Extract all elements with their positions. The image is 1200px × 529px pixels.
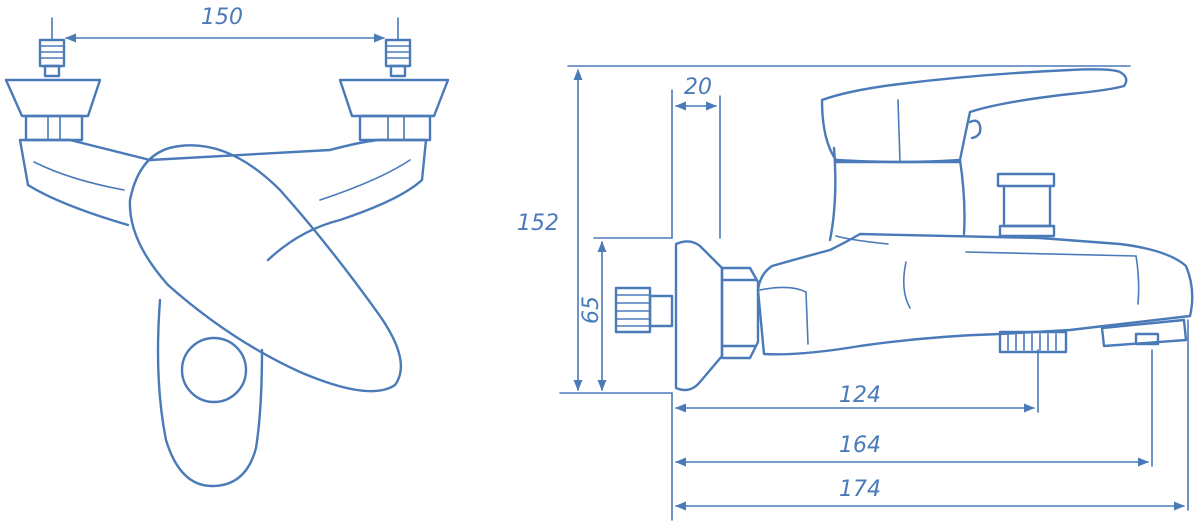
dimension-124-label: 124 [839,383,881,408]
side-body [756,232,1194,356]
spout-aerator [1100,318,1188,348]
dimension-164: 164 [674,433,1150,467]
front-view: 150 [4,5,450,488]
side-threaded-connector [614,286,674,334]
dimension-152-label: 152 [517,211,559,236]
dimension-174: 174 [674,477,1186,511]
mixer-body [18,138,428,262]
lever-handle [128,144,403,393]
dimension-124: 124 [674,383,1036,413]
left-threaded-connector [38,38,66,78]
diverter-knob [996,172,1056,238]
dimension-152: 152 [517,68,583,392]
cartridge-plate [156,298,264,488]
spout-thread [998,330,1068,354]
dimension-65-label: 65 [579,296,604,324]
dimension-65: 65 [579,240,607,392]
side-escutcheon [674,240,724,392]
dimension-150-label: 150 [201,5,243,30]
cartridge-circle [180,336,248,404]
side-lever [820,68,1128,164]
left-escutcheon [4,78,102,142]
right-escutcheon [338,78,450,142]
right-threaded-connector [384,38,412,78]
dimension-164-label: 164 [839,433,881,458]
lever-pivot-icon [968,119,982,140]
side-hex-nut [720,266,760,360]
side-view: 152 65 20 124 164 174 [517,65,1194,521]
dimension-174-label: 174 [839,477,881,502]
dimension-150: 150 [64,5,386,43]
dimension-20: 20 [674,75,718,111]
dimension-20-label: 20 [684,75,712,100]
